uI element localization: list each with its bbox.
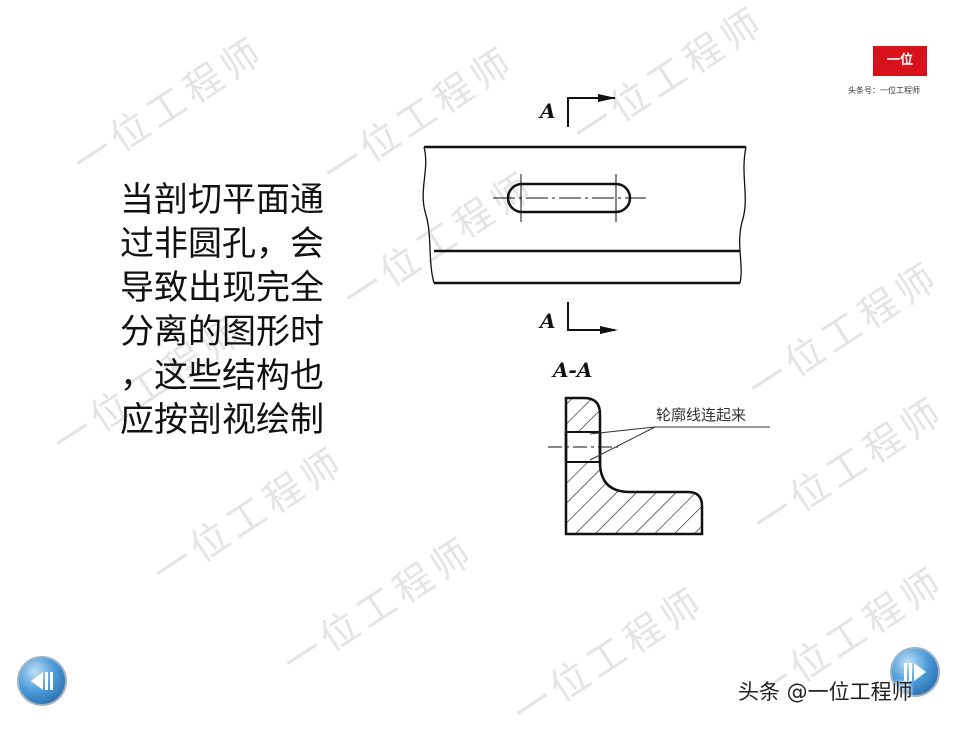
cutting-plane-mark-top: A [538,94,616,127]
text-line: 导致出现完全 [120,268,324,308]
next-button[interactable] [890,647,940,697]
section-view-profile [548,396,704,536]
brand-logo: 一位 [873,46,927,76]
cutting-plane-mark-bottom: A [538,302,618,334]
section-letter: A [538,99,556,123]
credit-text: 头条 @一位工程师 [738,680,913,704]
text-line: 过非圆孔，会 [120,224,324,264]
annotation-leader: 轮廓线连起来 [589,406,770,461]
arrow-icon [598,94,616,102]
explanation-text: 当剖切平面通 过非圆孔，会 导致出现完全 分离的图形时 ，这些结构也 应按剖视绘… [120,178,352,442]
section-letter: A [538,309,556,333]
section-view-label: A-A [551,358,592,382]
logo-caption: 头条号：一位工程师 [848,86,920,95]
text-line: 分离的图形时 [120,312,324,352]
arrow-icon [600,326,618,334]
section-drawing: A A A-A 轮廓线连起来 [422,94,770,536]
previous-button[interactable] [17,656,67,706]
text-line: 应按剖视绘制 [120,400,324,440]
text-line: 当剖切平面通 [120,180,324,220]
annotation-text: 轮廓线连起来 [656,406,746,424]
next-icon [904,663,926,681]
previous-icon [31,672,53,690]
text-line: ，这些结构也 [120,356,324,396]
plate-front-view [422,145,747,285]
